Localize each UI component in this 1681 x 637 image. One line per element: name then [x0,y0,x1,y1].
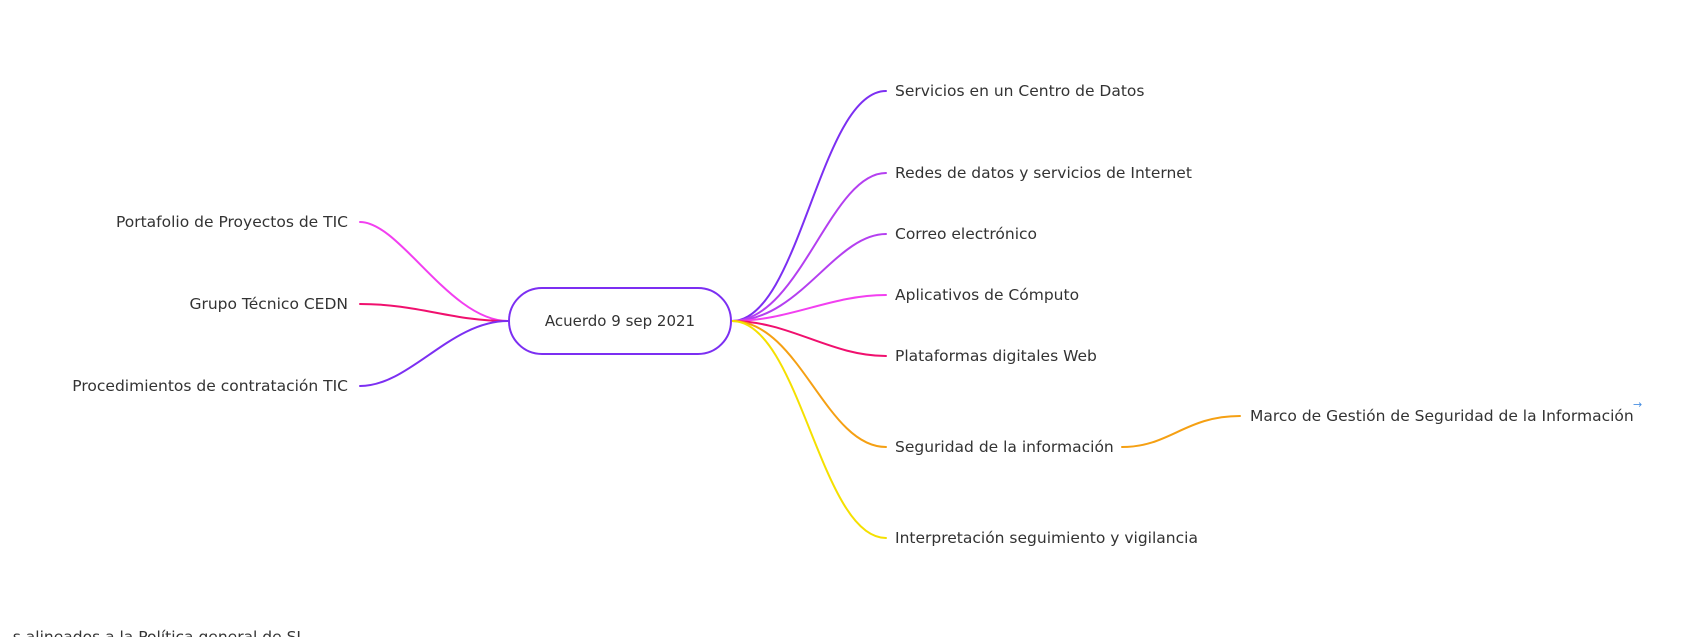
topic-node-right-2[interactable]: Correo electrónico [895,224,1037,244]
topic-node-left-1[interactable]: Grupo Técnico CEDN [189,294,348,314]
topic-node-right-0[interactable]: Servicios en un Centro de Datos [895,81,1144,101]
subtopic-node-0[interactable]: Marco de Gestión de Seguridad de la Info… [1250,406,1634,426]
topic-label: Procedimientos de contratación TIC [72,377,348,395]
topic-node-left-2[interactable]: Procedimientos de contratación TIC [72,376,348,396]
topic-label: Correo electrónico [895,225,1038,243]
topic-node-right-5[interactable]: Seguridad de la información [895,437,1114,457]
edge-right-3 [731,294,887,322]
topic-label: Marco de Gestión de Seguridad de la Info… [1250,407,1634,425]
topic-node-right-1[interactable]: Redes de datos y servicios de Internet [895,163,1192,183]
edge-right-2 [731,233,887,322]
edge-right-5 [731,320,887,448]
edge-sub-0 [1121,415,1241,448]
topic-label: Grupo Técnico CEDN [189,295,348,313]
topic-node-left-0[interactable]: Portafolio de Proyectos de TIC [116,212,348,232]
edge-right-0 [731,90,887,322]
topic-label: Interpretación seguimiento y vigilancia [895,529,1198,547]
topic-node-right-3[interactable]: Aplicativos de Cómputo [895,285,1079,305]
edge-right-6 [731,320,887,539]
topic-node-right-4[interactable]: Plataformas digitales Web [895,346,1097,366]
topic-label: Aplicativos de Cómputo [895,286,1080,304]
central-topic-node[interactable]: Acuerdo 9 sep 2021 [508,287,732,355]
edge-left-0 [359,221,509,322]
edge-left-2 [359,320,509,387]
topic-label: Seguridad de la información [895,438,1114,456]
topic-node-right-6[interactable]: Interpretación seguimiento y vigilancia [895,528,1198,548]
edge-right-4 [731,320,887,357]
edge-left-1 [359,303,509,322]
topic-label: Portafolio de Proyectos de TIC [115,213,348,231]
topic-label: Plataformas digitales Web [895,347,1097,365]
central-topic-label: Acuerdo 9 sep 2021 [544,312,696,330]
topic-label: Servicios en un Centro de Datos [895,82,1145,100]
partial-offscreen-label[interactable]: ...s alineados a la Política general de … [0,628,302,637]
arrow-right-icon[interactable]: → [1633,398,1643,411]
edge-right-1 [731,172,887,322]
topic-label: Redes de datos y servicios de Internet [895,164,1192,182]
